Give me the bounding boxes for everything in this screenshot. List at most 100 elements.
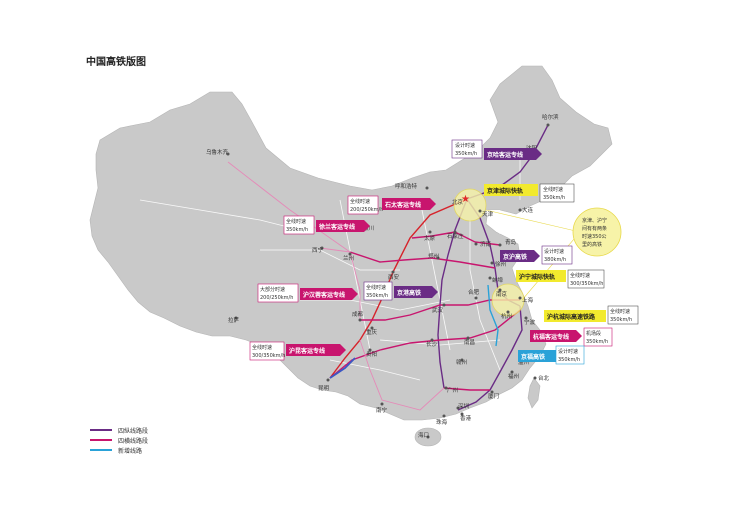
city-hefei: 合肥 bbox=[468, 288, 480, 296]
line-hukun bbox=[329, 309, 521, 379]
svg-text:时速350公: 时速350公 bbox=[582, 233, 607, 240]
city-shijiazhuang: 石家庄 bbox=[447, 232, 464, 240]
legend-item-horizontal: 四横线路段 bbox=[90, 435, 148, 445]
svg-text:全线时速: 全线时速 bbox=[350, 198, 370, 205]
legend-item-new: 新增线路 bbox=[90, 445, 148, 455]
city-tianjin: 天津 bbox=[482, 211, 494, 218]
shanghai-nanjing-highlight bbox=[491, 283, 525, 317]
svg-text:京沪高铁: 京沪高铁 bbox=[503, 253, 527, 261]
legend-swatch-horizontal bbox=[90, 439, 112, 441]
svg-text:350km/h: 350km/h bbox=[543, 195, 565, 201]
tag-huhang: 沪杭城际高速铁路 全线时速 350km/h bbox=[544, 305, 639, 325]
city-changsha: 长沙 bbox=[426, 340, 438, 348]
city-haikou: 海口 bbox=[418, 431, 429, 439]
svg-text:380km/h: 380km/h bbox=[544, 257, 566, 263]
line-xining bbox=[319, 247, 351, 253]
svg-text:350km/h: 350km/h bbox=[455, 151, 477, 157]
svg-text:350km/h: 350km/h bbox=[366, 293, 388, 299]
line-shitai bbox=[411, 231, 456, 239]
line-guangxia bbox=[443, 387, 490, 391]
city-xiamen: 厦门 bbox=[488, 392, 499, 400]
city-nanning: 南宁 bbox=[376, 406, 388, 414]
city-beijing: 北京 bbox=[452, 198, 464, 206]
bohai-sea bbox=[486, 210, 510, 234]
svg-text:机场段: 机场段 bbox=[586, 330, 601, 337]
city-lanzhou: 兰州 bbox=[343, 254, 354, 262]
city-xuzhou: 徐州 bbox=[495, 260, 506, 268]
city-lasa: 拉萨 bbox=[228, 316, 240, 324]
svg-text:设计时速: 设计时速 bbox=[455, 142, 475, 149]
svg-text:京津、沪宁: 京津、沪宁 bbox=[582, 217, 607, 224]
svg-text:石太客运专线: 石太客运专线 bbox=[384, 201, 421, 209]
legend-swatch-vertical bbox=[90, 429, 112, 431]
line-wulumuqi bbox=[227, 161, 351, 253]
map-legend: 四纵线路段 四横线路段 新增线路 bbox=[90, 425, 148, 455]
city-guangzhou: 广州 bbox=[447, 386, 458, 394]
svg-text:全线时速: 全线时速 bbox=[252, 344, 272, 351]
city-zhengzhou: 郑州 bbox=[428, 252, 439, 260]
city-kunming: 昆明 bbox=[318, 385, 330, 392]
tag-jingfu: 京福高铁 设计时速 350km/h bbox=[518, 345, 585, 365]
line-nanning bbox=[359, 339, 445, 411]
city-bengbu: 蚌埠 bbox=[492, 276, 504, 284]
city-nanchang: 南昌 bbox=[464, 338, 475, 346]
legend-label-new: 新增线路 bbox=[118, 447, 143, 455]
svg-text:300/350km/h: 300/350km/h bbox=[570, 281, 603, 287]
line-qingtai bbox=[454, 231, 501, 246]
svg-text:350km/h: 350km/h bbox=[586, 339, 608, 345]
city-xian: 西安 bbox=[388, 273, 400, 281]
city-nanjing: 南京 bbox=[496, 290, 508, 298]
line-coastal bbox=[457, 305, 523, 411]
city-wuhan: 武汉 bbox=[432, 306, 444, 314]
svg-text:沪昆客运专线: 沪昆客运专线 bbox=[289, 347, 325, 355]
taiwan-island bbox=[527, 377, 541, 409]
tag-jingjin: 京津城际快轨 全线时速 350km/h bbox=[484, 183, 575, 203]
city-huhehaote: 呼和浩特 bbox=[395, 182, 418, 190]
city-yinchuan: 银川 bbox=[363, 224, 374, 232]
city-haerbin: 哈尔滨 bbox=[542, 113, 559, 121]
line-tags: 京哈客运专线 设计时速 350km/h 京津城际快轨 全线时速 350km/h … bbox=[249, 139, 639, 365]
svg-text:全线时速: 全线时速 bbox=[570, 272, 590, 279]
line-lanzhou-chengdu bbox=[349, 251, 361, 320]
city-taiyuan: 太原 bbox=[424, 234, 436, 242]
city-jinan: 济南 bbox=[480, 240, 492, 248]
svg-text:京哈客运专线: 京哈客运专线 bbox=[487, 151, 523, 159]
city-fuzhou: 福州 bbox=[508, 372, 519, 380]
svg-text:沪宁城际快轨: 沪宁城际快轨 bbox=[519, 273, 555, 281]
svg-text:沪杭城际高速铁路: 沪杭城际高速铁路 bbox=[547, 313, 596, 321]
city-hangzhou: 杭州 bbox=[501, 312, 512, 320]
city-chongqing: 重庆 bbox=[366, 328, 378, 336]
city-taibei: 台北 bbox=[538, 374, 550, 382]
info-bubble: 京津、沪宁 间有有两条 时速350公 里的高铁 bbox=[572, 207, 622, 257]
city-qingdao: 青岛 bbox=[505, 238, 517, 246]
svg-text:设计时速: 设计时速 bbox=[544, 248, 564, 255]
map-title: 中国高铁版图 bbox=[86, 57, 146, 68]
svg-text:沪汉蓉客运专线: 沪汉蓉客运专线 bbox=[303, 291, 345, 299]
line-xulan bbox=[349, 251, 496, 269]
svg-text:大部分时速: 大部分时速 bbox=[260, 286, 285, 293]
tag-xulan: 全线时速 350km/h 徐兰客运专线 bbox=[283, 215, 370, 235]
svg-text:350km/h: 350km/h bbox=[558, 357, 580, 363]
svg-text:350km/h: 350km/h bbox=[610, 317, 632, 323]
line-kunming-blue bbox=[329, 357, 356, 379]
tag-jingha: 京哈客运专线 设计时速 350km/h bbox=[451, 139, 542, 160]
svg-text:全线时速: 全线时速 bbox=[366, 284, 386, 291]
tag-huning: 沪宁城际快轨 全线时速 300/350km/h bbox=[516, 269, 605, 289]
tag-huhanrong: 大部分时速 200/250km/h 沪汉蓉客运专线 bbox=[257, 283, 358, 303]
beijing-tianjin-highlight bbox=[453, 188, 487, 222]
legend-label-vertical: 四纵线路段 bbox=[118, 427, 149, 435]
legend-swatch-new bbox=[90, 449, 112, 451]
city-chengdu: 成都 bbox=[352, 310, 364, 318]
svg-text:350km/h: 350km/h bbox=[286, 227, 308, 233]
legend-label-horizontal: 四横线路段 bbox=[118, 437, 149, 445]
city-dalian: 大连 bbox=[522, 206, 534, 214]
city-ganzhou: 赣州 bbox=[456, 358, 467, 366]
svg-text:全线时速: 全线时速 bbox=[610, 308, 630, 315]
city-zhuhai: 珠海 bbox=[436, 418, 448, 426]
china-landmass bbox=[89, 65, 613, 421]
svg-text:里的高铁: 里的高铁 bbox=[582, 241, 602, 248]
svg-text:全线时速: 全线时速 bbox=[286, 218, 306, 225]
svg-text:杭福客运专线: 杭福客运专线 bbox=[533, 333, 569, 341]
city-dots bbox=[226, 123, 550, 439]
